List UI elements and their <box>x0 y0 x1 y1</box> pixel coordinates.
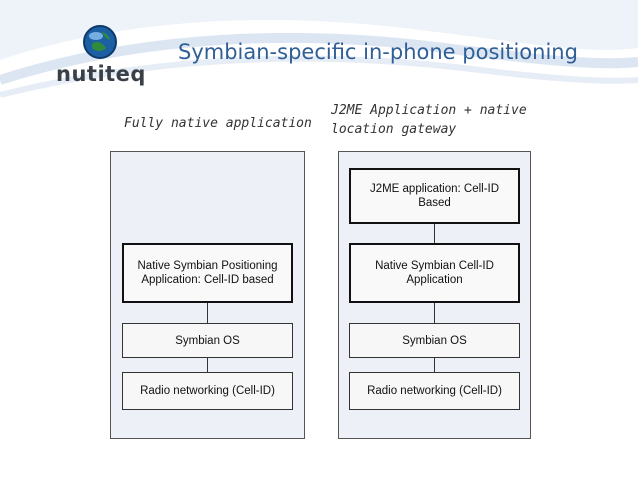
connector-line <box>207 303 208 323</box>
globe-icon <box>83 25 117 59</box>
symbian-os-box: Symbian OS <box>349 323 520 358</box>
radio-networking-box: Radio networking (Cell-ID) <box>122 372 293 410</box>
native-positioning-app-box: Native Symbian Positioning Application: … <box>122 243 293 303</box>
right-architecture-panel: J2ME application: Cell-ID Based Native S… <box>338 151 531 439</box>
connector-line <box>434 358 435 372</box>
native-cellid-app-box: Native Symbian Cell-ID Application <box>349 243 520 303</box>
left-architecture-panel: Native Symbian Positioning Application: … <box>110 151 305 439</box>
connector-line <box>434 224 435 243</box>
page-title: Symbian-specific in-phone positioning <box>178 40 578 64</box>
symbian-os-box: Symbian OS <box>122 323 293 358</box>
company-logo: nutiteq <box>56 24 146 94</box>
radio-networking-box: Radio networking (Cell-ID) <box>349 372 520 410</box>
right-diagram-caption: J2ME Application + native location gatew… <box>331 103 527 137</box>
connector-line <box>207 358 208 372</box>
logo-text: nutiteq <box>56 62 146 86</box>
left-diagram-caption: Fully native application <box>124 116 312 131</box>
connector-line <box>434 303 435 323</box>
j2me-application-box: J2ME application: Cell-ID Based <box>349 168 520 224</box>
